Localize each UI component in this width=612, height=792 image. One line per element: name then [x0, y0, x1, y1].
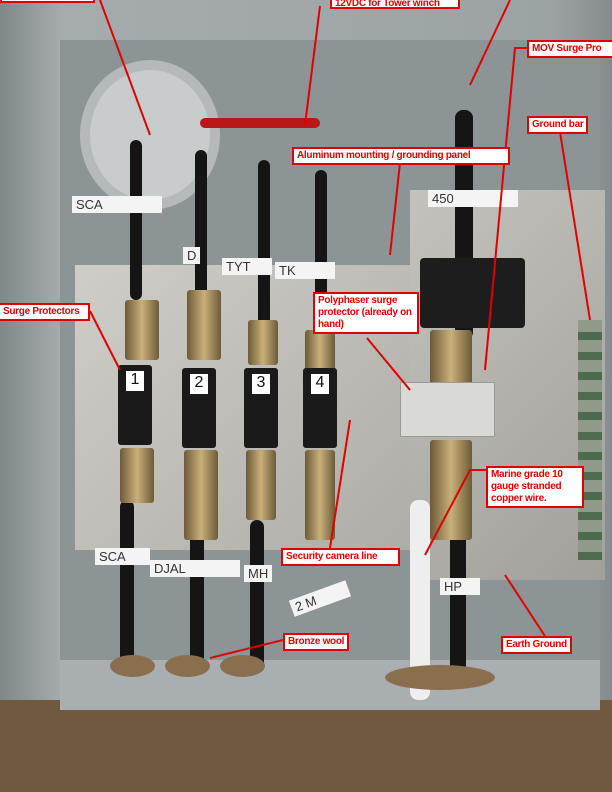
bronze-wool [385, 665, 495, 690]
arrow [559, 131, 591, 321]
cable-tag: DJAL [150, 560, 240, 577]
annotation-bronze-wool: Bronze wool [283, 633, 350, 651]
red-wire [200, 118, 320, 128]
arrow [484, 47, 527, 371]
bronze-wool [220, 655, 265, 677]
connector [430, 440, 472, 540]
protector-number: 3 [252, 374, 270, 394]
cable [450, 520, 466, 680]
cable [130, 140, 142, 300]
annotation-earth-ground: Earth Ground [501, 636, 572, 654]
cable-tag: HP [440, 578, 480, 595]
annotation-cutoff [0, 0, 95, 3]
white-cable [410, 500, 430, 700]
annotation-security-line: Security camera line [281, 548, 400, 566]
arrow [389, 162, 401, 256]
protector-number: 2 [190, 374, 208, 394]
annotation-tower-winch: 12VDC for Tower winch [330, 0, 460, 9]
cable [250, 520, 264, 670]
connector [187, 290, 221, 360]
cable-tag: D [183, 247, 201, 264]
terminal-block [420, 258, 525, 328]
surge-protector-4: 4 [303, 368, 337, 448]
polyphaser-unit [400, 382, 495, 437]
cable [120, 500, 134, 670]
connector [248, 320, 278, 365]
cable [258, 160, 270, 330]
surge-protector-3: 3 [244, 368, 278, 448]
arrow [89, 310, 121, 371]
cable-tag: MH [244, 565, 273, 582]
arrow [99, 0, 151, 136]
arrow [209, 639, 284, 659]
connector [246, 450, 276, 520]
protector-number: 4 [311, 374, 329, 394]
arrow [424, 469, 486, 556]
surge-protector-2: 2 [182, 368, 216, 448]
cable-tag: SCA [95, 548, 150, 565]
cable [190, 520, 204, 670]
arrow [329, 419, 351, 549]
surge-protector-1: 1 [118, 365, 152, 445]
cable-tag: SCA [72, 196, 162, 213]
annotation-ground-bar: Ground bar [527, 116, 589, 134]
annotation-polyphaser: Polyphaser surge protector (already on h… [313, 292, 419, 334]
protector-number: 1 [126, 371, 144, 391]
arrow [469, 0, 511, 86]
arrow [304, 5, 321, 126]
annotation-mov-surge: MOV Surge Pro [527, 40, 612, 58]
bronze-wool [110, 655, 155, 677]
bronze-wool [165, 655, 210, 677]
cable-tag: TK [275, 262, 335, 279]
connector [120, 448, 154, 503]
connector [305, 330, 335, 370]
arrow [504, 574, 546, 637]
annotation-surge-protectors: Surge Protectors [0, 303, 90, 321]
annotation-panel: Aluminum mounting / grounding panel [292, 147, 510, 165]
ground-bar [578, 320, 602, 560]
connector [125, 300, 159, 360]
cable-tag: TYT [222, 258, 272, 275]
arrow [366, 337, 411, 391]
annotation-marine-wire: Marine grade 10 gauge stranded copper wi… [486, 466, 584, 508]
connector [305, 450, 335, 540]
wood-floor [0, 700, 612, 792]
cable-tag: 450 [428, 190, 518, 207]
connector [184, 450, 218, 540]
